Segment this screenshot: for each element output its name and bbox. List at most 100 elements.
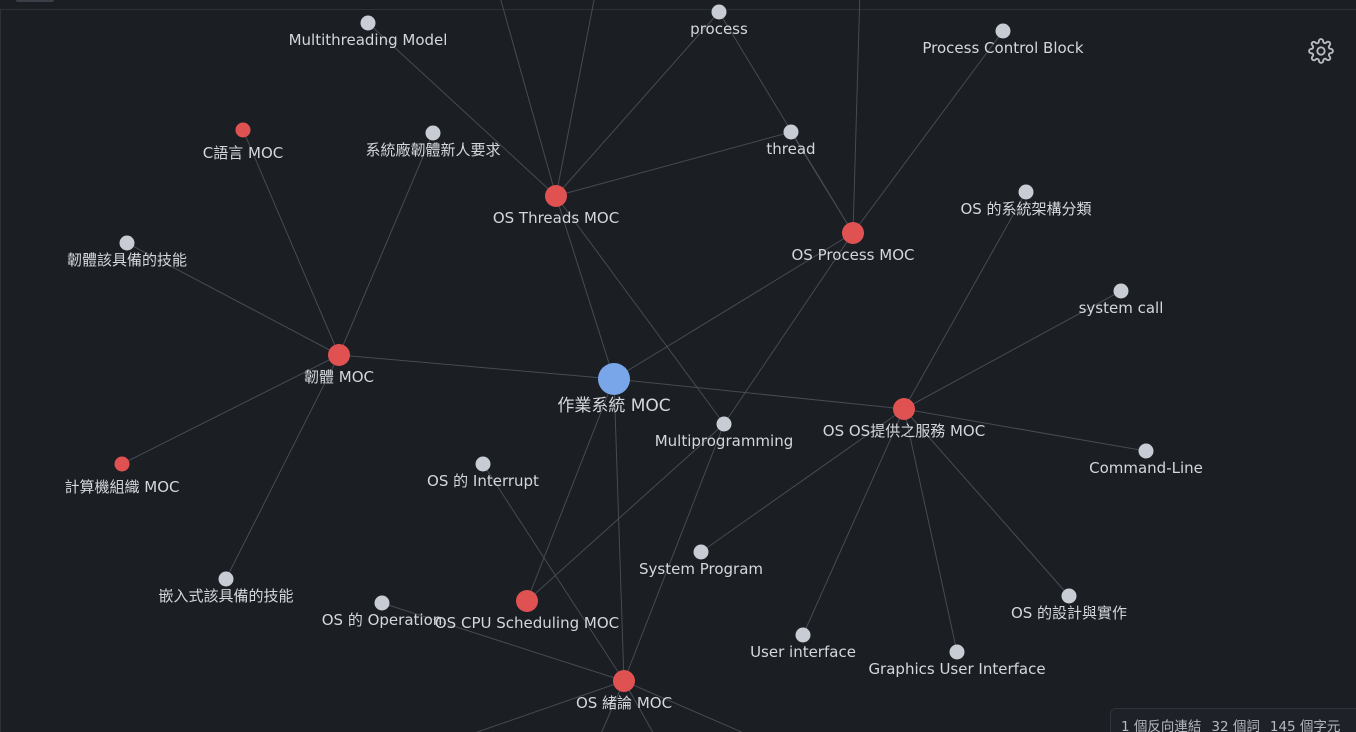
graph-node-dot[interactable] bbox=[1113, 283, 1129, 299]
graph-edge bbox=[903, 290, 1122, 410]
graph-node-label: OS 的 Operation bbox=[322, 611, 443, 629]
graph-edge bbox=[555, 11, 720, 197]
graph-node-label: User interface bbox=[750, 643, 856, 661]
graph-node-dot[interactable] bbox=[425, 125, 441, 141]
graph-node-dot[interactable] bbox=[716, 416, 732, 432]
graph-node-dot[interactable] bbox=[949, 644, 965, 660]
graph-edge bbox=[903, 191, 1027, 410]
graph-node-multiprog[interactable]: Multiprogramming bbox=[655, 416, 794, 451]
graph-node-dot[interactable] bbox=[360, 15, 376, 31]
graph-node-dot[interactable] bbox=[711, 4, 727, 20]
graph-edge bbox=[613, 378, 625, 682]
graph-edge bbox=[526, 378, 615, 602]
graph-node-sysprog[interactable]: System Program bbox=[639, 544, 763, 579]
graph-node-dot[interactable] bbox=[693, 544, 709, 560]
graph-node-dot[interactable] bbox=[893, 398, 915, 420]
graph-node-dot[interactable] bbox=[1138, 443, 1154, 459]
graph-node-label: system call bbox=[1079, 299, 1164, 317]
graph-node-dot[interactable] bbox=[795, 627, 811, 643]
graph-node-syscall[interactable]: system call bbox=[1079, 283, 1164, 318]
graph-node-dot[interactable] bbox=[516, 590, 538, 612]
graph-node-label: OS Process MOC bbox=[792, 246, 915, 264]
graph-node-services[interactable]: OS OS提供之服務 MOC bbox=[823, 398, 985, 440]
graph-node-label: Process Control Block bbox=[922, 39, 1084, 57]
graph-edge bbox=[242, 129, 340, 356]
graph-node-cmdline[interactable]: Command-Line bbox=[1089, 443, 1203, 478]
graph-node-label: OS 緒論 MOC bbox=[576, 694, 672, 712]
graph-node-label: OS 的 Interrupt bbox=[427, 472, 539, 490]
graph-node-dot[interactable] bbox=[545, 185, 567, 207]
graph-node-gui[interactable]: Graphics User Interface bbox=[868, 644, 1046, 679]
graph-edge bbox=[852, 30, 1004, 234]
graph-node-label: OS Threads MOC bbox=[493, 209, 619, 227]
graph-edge bbox=[700, 408, 905, 553]
graph-node-thread[interactable]: thread bbox=[766, 124, 816, 159]
graph-edge bbox=[500, 0, 557, 197]
status-char-count: 145 個字元 bbox=[1269, 719, 1341, 732]
graph-node-dot[interactable] bbox=[475, 456, 491, 472]
graph-node-comporg[interactable]: 計算機組織 MOC bbox=[65, 456, 180, 497]
graph-node-dot[interactable] bbox=[374, 595, 390, 611]
graph-node-ui[interactable]: User interface bbox=[750, 627, 856, 662]
graph-node-threads[interactable]: OS Threads MOC bbox=[493, 185, 619, 227]
graph-node-dot[interactable] bbox=[598, 363, 630, 395]
graph-node-processmoc[interactable]: OS Process MOC bbox=[792, 222, 915, 264]
graph-node-process[interactable]: process bbox=[690, 4, 748, 39]
graph-node-dot[interactable] bbox=[1018, 184, 1034, 200]
graph-node-dot[interactable] bbox=[235, 122, 251, 138]
graph-settings-button[interactable] bbox=[1308, 38, 1334, 64]
graph-node-dot[interactable] bbox=[995, 23, 1011, 39]
graph-node-label: OS 的系統架構分類 bbox=[960, 200, 1091, 218]
graph-node-dot[interactable] bbox=[783, 124, 799, 140]
graph-node-dot[interactable] bbox=[842, 222, 864, 244]
graph-node-label: 計算機組織 MOC bbox=[65, 478, 180, 496]
graph-edge bbox=[555, 195, 725, 425]
graph-node-dot[interactable] bbox=[218, 571, 234, 587]
graph-node-intro[interactable]: OS 緒論 MOC bbox=[576, 670, 672, 712]
graph-edge bbox=[723, 232, 854, 425]
graph-node-fwskill[interactable]: 韌體該具備的技能 bbox=[67, 235, 187, 270]
graph-edge bbox=[526, 423, 725, 602]
graph-node-dot[interactable] bbox=[119, 235, 135, 251]
graph-edge bbox=[225, 354, 340, 580]
graph-node-dot[interactable] bbox=[1061, 588, 1077, 604]
status-backlinks[interactable]: 1 個反向連結 bbox=[1121, 719, 1202, 732]
graph-node-label: Graphics User Interface bbox=[868, 660, 1045, 678]
graph-node-embskill[interactable]: 嵌入式該具備的技能 bbox=[158, 571, 294, 606]
graph-node-osarch[interactable]: OS 的系統架構分類 bbox=[960, 184, 1092, 219]
graph-node-pcb[interactable]: Process Control Block bbox=[922, 23, 1084, 58]
graph-node-label: OS 的設計與實作 bbox=[1011, 604, 1127, 622]
graph-node-label: OS CPU Scheduling MOC bbox=[435, 614, 619, 632]
pane-left-divider bbox=[0, 10, 1, 732]
graph-edge bbox=[121, 354, 340, 465]
graph-node-cpusched[interactable]: OS CPU Scheduling MOC bbox=[435, 590, 619, 632]
graph-node-label: 系統廠韌體新人要求 bbox=[365, 141, 500, 159]
graph-node-dot[interactable] bbox=[328, 344, 350, 366]
graph-node-label: Command-Line bbox=[1089, 459, 1203, 477]
graph-node-label: 嵌入式該具備的技能 bbox=[158, 587, 293, 605]
graph-node-sysreq[interactable]: 系統廠韌體新人要求 bbox=[365, 125, 501, 160]
graph-node-dot[interactable] bbox=[613, 670, 635, 692]
graph-edge bbox=[367, 22, 557, 197]
graph-node-dot[interactable] bbox=[114, 456, 130, 472]
graph-node-design[interactable]: OS 的設計與實作 bbox=[1011, 588, 1127, 623]
graph-node-interrupt[interactable]: OS 的 Interrupt bbox=[427, 456, 539, 491]
graph-nodes[interactable]: 作業系統 MOC OS Threads MOC OS Process MOC 韌體 M… bbox=[65, 4, 1203, 713]
graph-edge bbox=[903, 408, 1147, 452]
graph-node-center[interactable]: 作業系統 MOC bbox=[557, 363, 671, 416]
graph-node-clang[interactable]: C語言 MOC bbox=[203, 122, 283, 163]
gear-icon bbox=[1308, 38, 1334, 64]
graph-node-label: thread bbox=[766, 140, 815, 158]
graph-node-firmware[interactable]: 韌體 MOC bbox=[304, 344, 374, 386]
graph-edges bbox=[121, 0, 1147, 732]
graph-node-label: Multiprogramming bbox=[655, 432, 794, 450]
graph-node-operation[interactable]: OS 的 Operation bbox=[322, 595, 443, 630]
graph-edge bbox=[903, 408, 1070, 597]
graph-node-label: C語言 MOC bbox=[203, 144, 283, 162]
pane-top-border bbox=[0, 0, 1356, 10]
graph-edge bbox=[555, 131, 792, 197]
graph-node-mtmodel[interactable]: Multithreading Model bbox=[289, 15, 448, 50]
graph-edge bbox=[381, 602, 625, 682]
